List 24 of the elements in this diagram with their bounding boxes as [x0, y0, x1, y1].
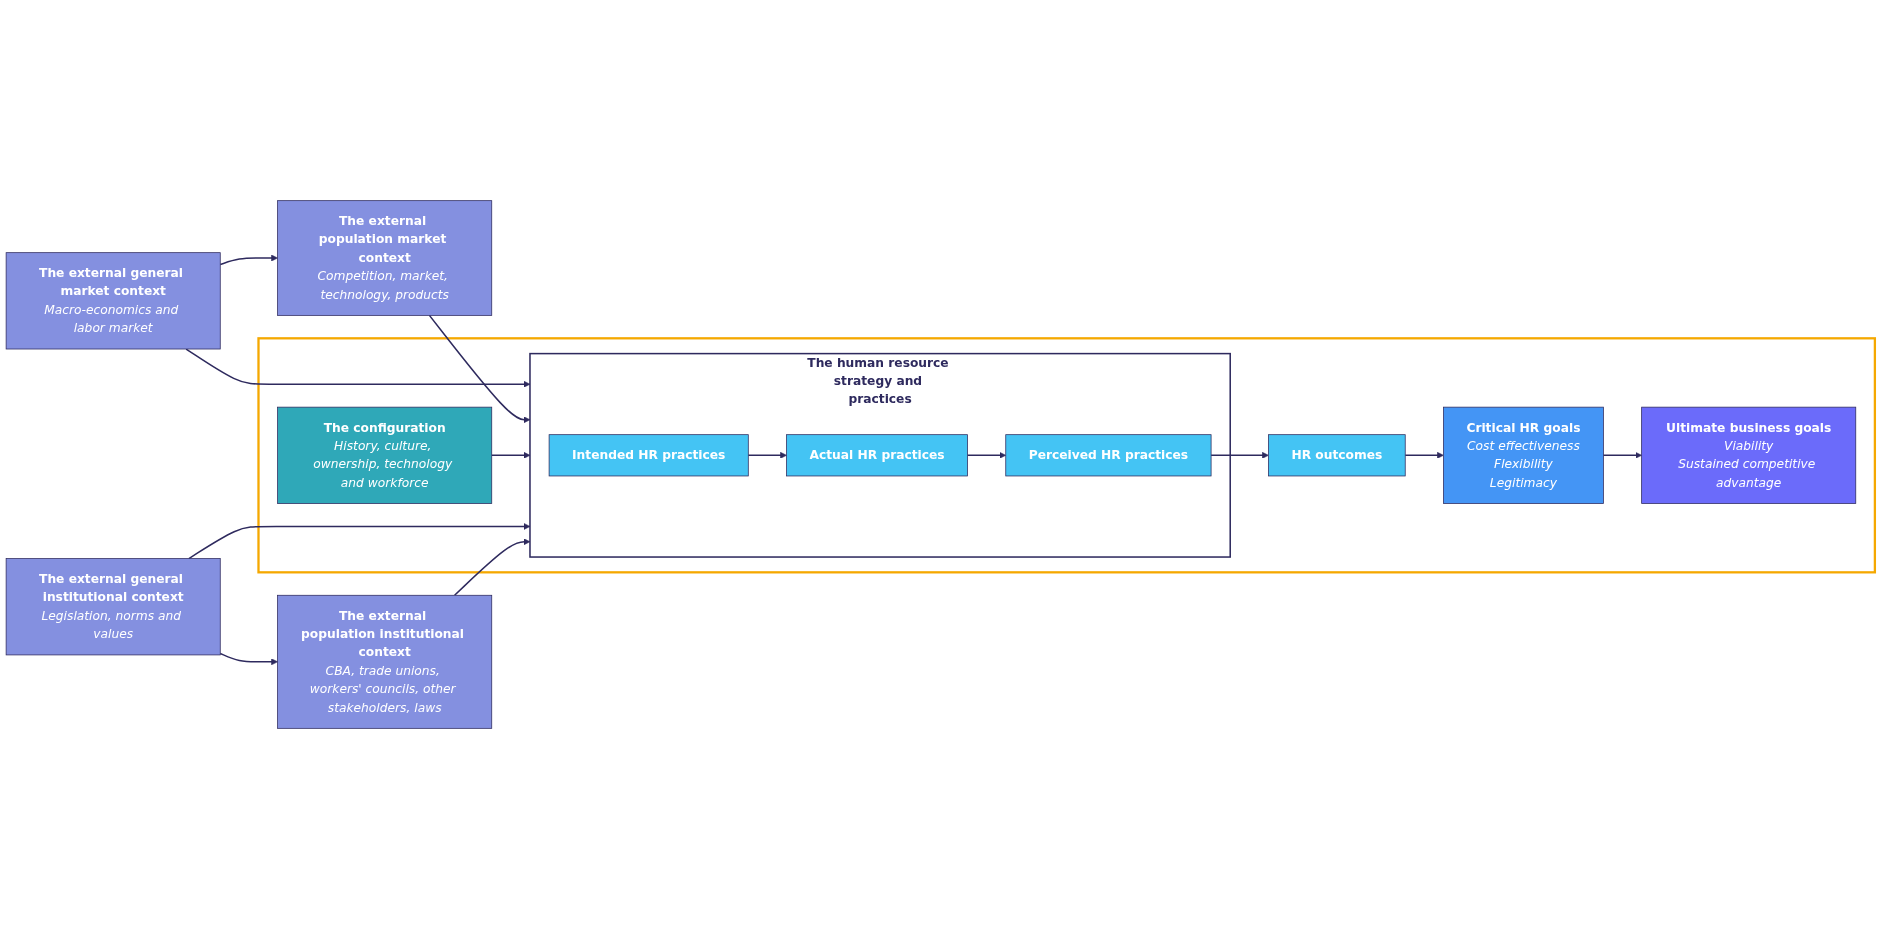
arrow — [1404, 451, 1444, 459]
cluster — [257, 337, 1877, 574]
arrow — [219, 652, 278, 666]
node-box: The external population institutional context CBA, trade unions, workers' councils, other stakeholders, laws — [277, 594, 493, 729]
node-box: The configuration History, culture, ownership, technology and workforce — [277, 406, 493, 504]
arrow — [1602, 451, 1642, 459]
node-box: The external general institutional context Legislation, norms and values — [5, 558, 221, 656]
arrow — [966, 451, 1007, 459]
node-box: The external population market context Competition, market, technology, products — [277, 200, 493, 316]
arrow — [188, 523, 531, 560]
arrow — [490, 451, 531, 459]
arrow — [453, 538, 531, 597]
arrow — [219, 254, 278, 266]
arrow — [747, 451, 787, 459]
arrow — [185, 348, 531, 388]
node-box: HR outcomes — [1268, 434, 1406, 477]
arrow — [428, 314, 531, 424]
arrow — [1210, 451, 1269, 459]
node-box: Ultimate business goals Viability Sustained competitive advantage — [1641, 406, 1857, 504]
node-box: The external general market context Macro-economics and labor market — [5, 252, 221, 350]
node-box: Intended HR practices — [548, 434, 749, 477]
node-box: Perceived HR practices — [1005, 434, 1212, 477]
node-box: Critical HR goals Cost effectiveness Flexibility Legitimacy — [1443, 406, 1604, 504]
node-box: Actual HR practices — [786, 434, 968, 477]
